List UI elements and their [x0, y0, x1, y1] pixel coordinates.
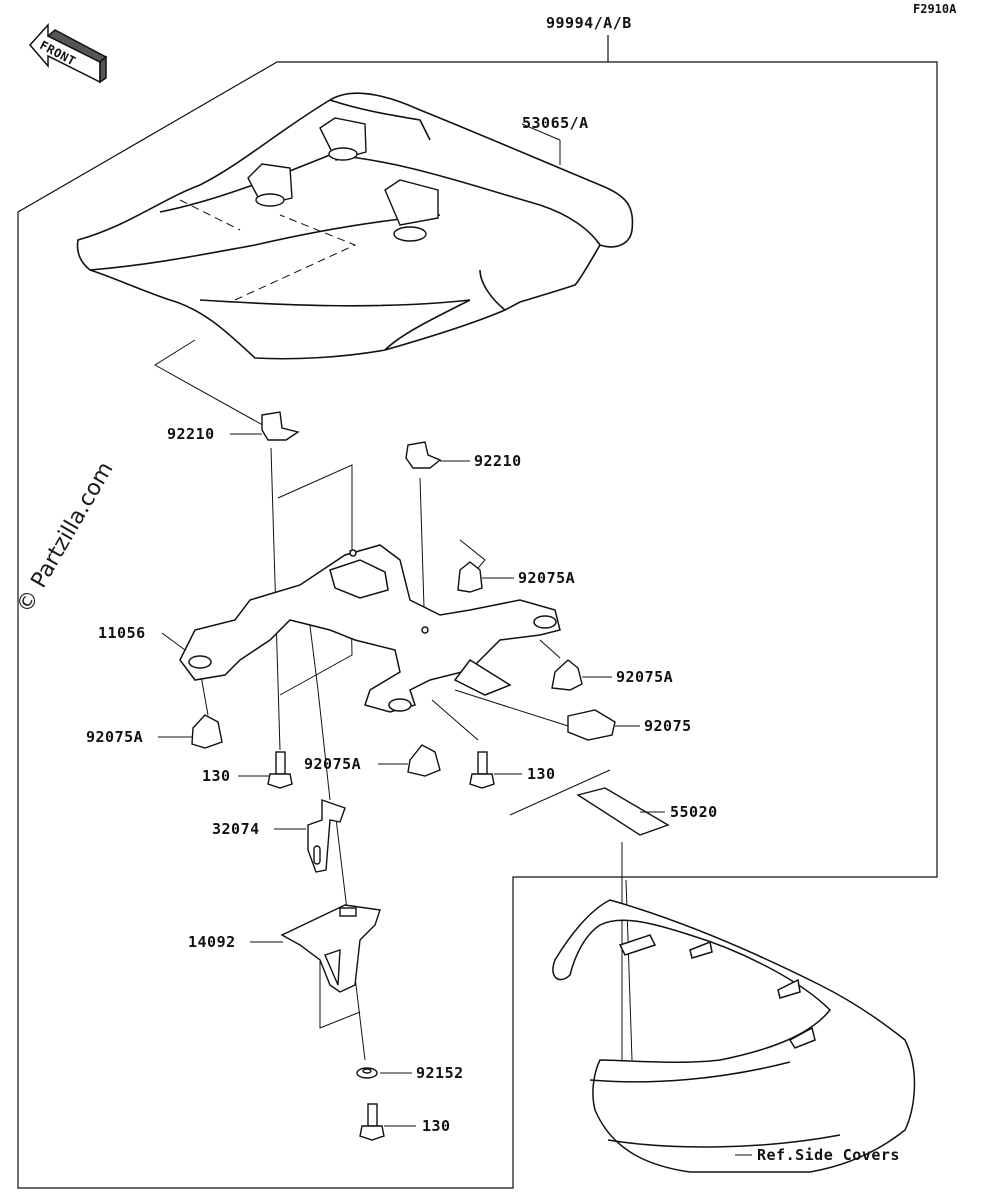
part-collar: 92152: [416, 1064, 464, 1082]
part-damper-4: 92075A: [304, 755, 362, 773]
damper-drawing: [191, 561, 616, 777]
part-kit: 99994/A/B: [546, 14, 632, 32]
part-damper-1: 92075A: [518, 569, 576, 587]
kit-outline: [17, 35, 938, 1189]
front-arrow-icon: [29, 23, 108, 84]
part-bolt-left: 130: [202, 767, 231, 785]
collar-drawing: [356, 1067, 378, 1079]
part-bracket: 11056: [98, 624, 146, 642]
part-holder: 14092: [188, 933, 236, 951]
part-nut-left: 92210: [167, 425, 215, 443]
part-bolt-center: 130: [527, 765, 556, 783]
seat-cover-drawing: [76, 92, 634, 360]
nut-drawing: [261, 411, 442, 469]
part-label: 55020: [670, 803, 718, 821]
seat-bracket-drawing: [179, 544, 561, 713]
part-nut-right: 92210: [474, 452, 522, 470]
part-stay: 32074: [212, 820, 260, 838]
reference-note: Ref.Side Covers: [757, 1146, 900, 1164]
holder-drawing: [280, 904, 381, 993]
side-cover-reference-drawing: [552, 899, 916, 1173]
bolt-drawing: [267, 751, 495, 1141]
figure-code: F2910A: [913, 2, 957, 16]
leader-lines: [158, 123, 752, 1156]
stay-drawing: [307, 799, 346, 873]
part-damper-5: 92075: [644, 717, 692, 735]
part-seat-cover: 53065/A: [522, 114, 589, 132]
part-damper-3: 92075A: [86, 728, 144, 746]
seat-cover-mounts: [247, 117, 439, 242]
part-damper-2: 92075A: [616, 668, 674, 686]
label-sticker-drawing: [576, 787, 670, 836]
part-bolt-bottom: 130: [422, 1117, 451, 1135]
